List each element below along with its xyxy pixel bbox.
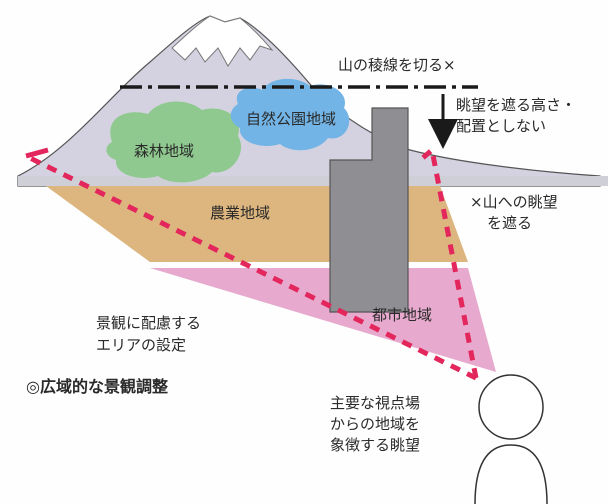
snow-cap (171, 15, 274, 67)
forest-label: 森林地域 (134, 142, 194, 160)
viewer-head (478, 374, 544, 440)
viewpoint-note-line3: 象徴する眺望 (330, 436, 420, 454)
area-note-line2: エリアの設定 (96, 336, 186, 354)
viewpoint-note-line1: 主要な視点場 (330, 394, 420, 412)
viewpoint-note-line2: からの地域を (330, 415, 420, 433)
urban-label: 都市地域 (372, 306, 432, 324)
heading: ◎広域的な景観調整 (26, 377, 168, 396)
height-note-line1: 眺望を遮る高さ・ (456, 96, 576, 114)
nature-park-zone (230, 78, 350, 151)
block-note-line1: ×山への眺望 (470, 193, 558, 211)
sight-line-right (416, 145, 479, 379)
block-note-line2: を遮る (487, 214, 532, 232)
sight-line-left (24, 153, 478, 381)
area-note-line1: 景観に配慮する (96, 314, 201, 332)
tall-building (329, 107, 409, 313)
urban-zone (150, 268, 496, 372)
sight-line-left-hook (25, 147, 49, 159)
nature-park-label: 自然公園地域 (246, 110, 336, 128)
ground-band (18, 176, 608, 186)
height-note-line2: 配置としない (456, 117, 546, 135)
viewer-body (474, 444, 548, 504)
forest-zone (106, 101, 242, 183)
agriculture-label: 農業地域 (210, 204, 270, 222)
ridge-note: 山の稜線を切る× (338, 56, 456, 74)
